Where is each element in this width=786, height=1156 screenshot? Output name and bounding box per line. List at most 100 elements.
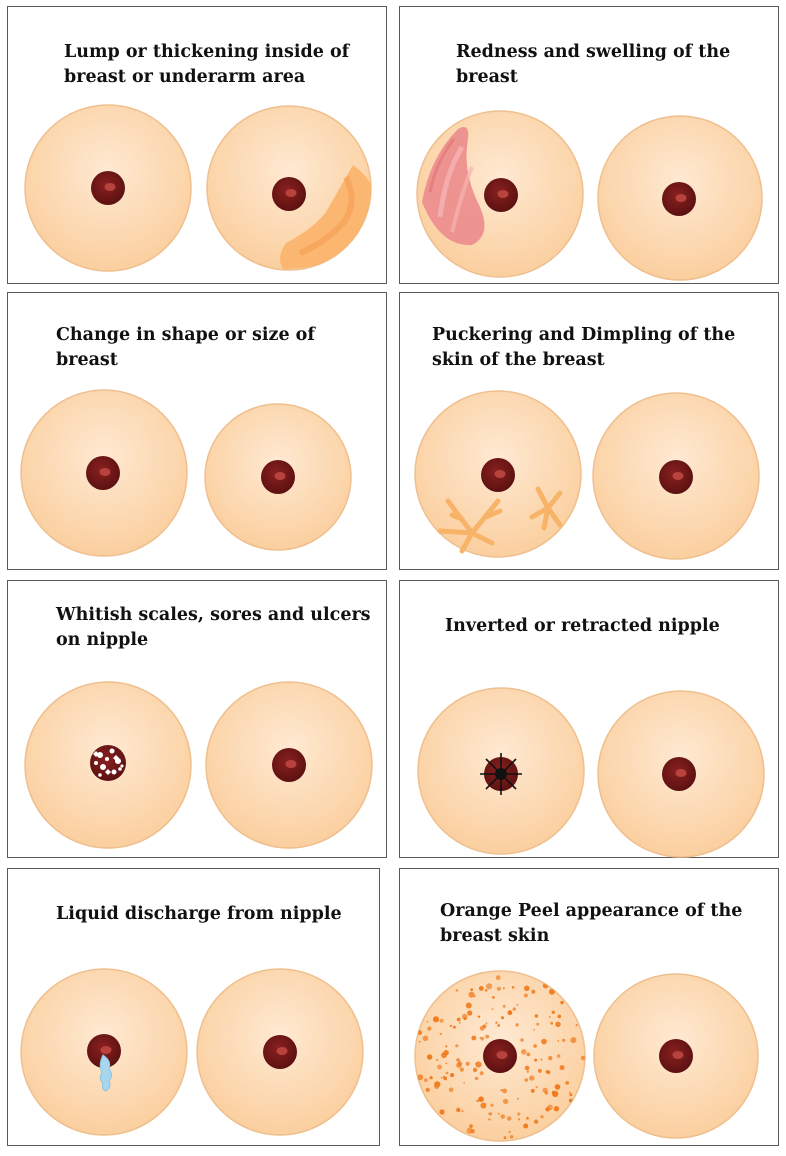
orange-peel-spot — [479, 1071, 484, 1076]
orange-peel-spot — [512, 1007, 516, 1011]
panel-caption: Whitish scales, sores and ulcers on nipp… — [56, 603, 371, 653]
orange-peel-spot — [551, 1010, 555, 1014]
orange-peel-spot — [427, 1026, 432, 1031]
orange-peel-spot — [541, 1038, 547, 1045]
orange-peel-spot — [443, 1050, 449, 1056]
orange-peel-spot — [496, 986, 501, 991]
caption-line-2: on nipple — [56, 630, 149, 650]
panel-caption: Orange Peel appearance of the breast ski… — [440, 899, 742, 949]
orange-peel-spot — [466, 1127, 473, 1134]
orange-peel-spot — [511, 986, 515, 989]
orange-peel-spot — [490, 1103, 494, 1107]
orange-peel-spot — [452, 1025, 456, 1029]
orange-peel-spot — [508, 1130, 511, 1134]
orange-peel-spot — [485, 1022, 488, 1025]
orange-peel-spot — [569, 1093, 573, 1097]
panel-caption: Puckering and Dimpling of the skin of th… — [432, 323, 735, 373]
orange-peel-spot — [500, 1016, 505, 1020]
orange-peel-spot — [461, 1110, 464, 1113]
orange-peel-spot — [517, 1097, 519, 1100]
orange-peel-spot — [434, 1083, 440, 1089]
discharge-mark — [99, 1054, 112, 1092]
orange-peel-spot — [426, 1021, 429, 1023]
orange-peel-spot — [562, 1038, 566, 1042]
panel-caption: Change in shape or size of breast — [56, 323, 315, 373]
nipple — [675, 194, 687, 202]
orange-peel-spot — [559, 1065, 565, 1071]
caption-line-1: Redness and swelling of the — [456, 42, 731, 62]
caption-line-2: breast skin — [440, 926, 550, 946]
caption-line-1: Whitish scales, sores and ulcers — [56, 605, 371, 625]
orange-peel-spot — [455, 1044, 459, 1048]
nipple — [494, 470, 506, 478]
orange-peel-spot — [479, 1025, 485, 1031]
nipple — [285, 189, 297, 197]
orange-peel-spot — [445, 1071, 449, 1075]
orange-peel-spot — [548, 1015, 551, 1018]
orange-peel-spot — [471, 1035, 477, 1041]
orange-peel-spots — [417, 975, 585, 1140]
panel-redness: Redness and swelling of the breast — [399, 6, 779, 284]
orange-peel-spot — [443, 1076, 448, 1081]
caption-line-2: breast — [456, 67, 518, 87]
orange-peel-spot — [448, 1087, 454, 1093]
orange-peel-spot — [474, 1076, 479, 1081]
orange-peel-spot — [449, 1024, 452, 1027]
orange-peel-spot — [557, 1039, 560, 1042]
orange-peel-spot — [545, 1070, 549, 1074]
orange-peel-spot — [565, 1081, 570, 1085]
retracted-nipple — [495, 768, 507, 780]
orange-peel-spot — [550, 1021, 554, 1025]
orange-peel-spot — [575, 1024, 578, 1027]
orange-peel-spot — [495, 975, 501, 981]
nipple — [104, 183, 116, 191]
orange-peel-spot — [555, 1021, 561, 1027]
orange-peel-spot — [467, 1010, 473, 1016]
orange-peel-spot — [426, 1054, 433, 1060]
orange-peel-spot — [523, 993, 528, 998]
orange-peel-spot — [557, 1014, 562, 1019]
orange-peel-spot — [521, 1049, 527, 1055]
orange-peel-spot — [515, 1023, 519, 1027]
orange-peel-spot — [534, 1014, 539, 1018]
caption-line-1: Change in shape or size of — [56, 325, 315, 345]
orange-peel-spot — [417, 1030, 423, 1035]
orange-peel-spot — [533, 1028, 536, 1031]
orange-peel-spot — [432, 1016, 440, 1023]
orange-peel-spot — [486, 983, 493, 990]
panel-caption: Redness and swelling of the breast — [456, 40, 730, 90]
orange-peel-spot — [459, 1067, 464, 1072]
orange-peel-spot — [502, 1088, 507, 1094]
orange-peel-spot — [458, 1021, 461, 1024]
orange-peel-spot — [500, 1089, 503, 1092]
caption-line-2: breast or underarm area — [64, 67, 306, 87]
orange-peel-spot — [509, 1135, 514, 1139]
orange-peel-spot — [524, 1065, 530, 1071]
nipple — [276, 1047, 288, 1055]
nipple — [675, 769, 687, 777]
orange-peel-spot — [497, 1024, 501, 1027]
orange-peel-spot — [524, 1078, 529, 1082]
orange-peel-spot — [526, 1116, 529, 1120]
orange-peel-spot — [554, 1084, 561, 1090]
orange-peel-spot — [507, 1010, 513, 1016]
orange-peel-spot — [429, 1076, 433, 1080]
breast-illustration-pair — [24, 104, 372, 272]
orange-peel-spot — [491, 1008, 494, 1010]
orange-peel-spot — [439, 1032, 442, 1036]
orange-peel-spot — [535, 1086, 538, 1089]
orange-peel-spot — [526, 1052, 531, 1057]
orange-peel-spot — [417, 1074, 424, 1081]
orange-peel-spot — [456, 1017, 461, 1022]
orange-peel-spot — [517, 1112, 521, 1116]
breast-illustration-pair — [24, 681, 373, 849]
caption-line-1: Liquid discharge from nipple — [56, 904, 342, 924]
orange-peel-spot — [526, 1070, 529, 1073]
orange-peel-spot — [540, 1058, 543, 1061]
orange-peel-spot — [445, 1062, 448, 1065]
panel-discharge: Liquid discharge from nipple — [7, 868, 380, 1146]
nipple — [672, 1051, 684, 1059]
panel-lump: Lump or thickening inside of breast or u… — [7, 6, 387, 284]
orange-peel-spot — [437, 1064, 442, 1070]
orange-peel-spot — [542, 1087, 548, 1093]
